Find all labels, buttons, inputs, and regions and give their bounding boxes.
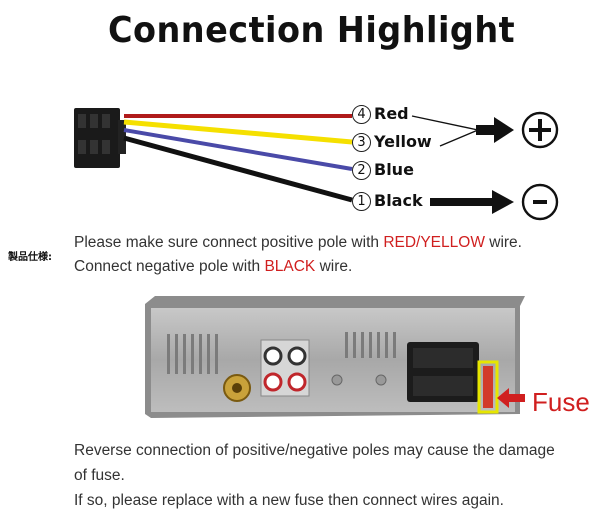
negative-arrow: [430, 190, 514, 214]
wire-number: 3: [352, 133, 371, 152]
wire-connector: [74, 108, 126, 168]
radio-back-panel: [145, 296, 525, 418]
rca-jacks: [260, 339, 310, 397]
fuse-label: Fuse: [532, 387, 590, 417]
fuse-icon: [477, 360, 499, 414]
negative-terminal-icon: [521, 183, 559, 221]
wire-number: 1: [352, 192, 371, 211]
wire-yellow: [123, 119, 353, 145]
spec-tag: 製品仕様:: [8, 252, 52, 263]
page-title: Connection Highlight: [107, 10, 516, 51]
positive-terminal-icon: [521, 111, 559, 149]
warning-line-2: of fuse.: [74, 467, 125, 484]
iso-connector: [407, 342, 479, 402]
wire-black: [123, 135, 353, 203]
fuse-arrow: [497, 388, 525, 408]
warning-line-1: Reverse connection of positive/negative …: [74, 442, 555, 459]
wiring-diagram: [74, 108, 559, 221]
wire-number: 2: [352, 161, 371, 180]
instruction-line-1: Please make sure connect positive pole w…: [74, 234, 522, 251]
positive-arrow: [476, 117, 514, 143]
warning-line-3: If so, please replace with a new fuse th…: [74, 492, 504, 509]
wire-blue: [123, 128, 353, 171]
instruction-line-2: Connect negative pole with BLACK wire.: [74, 258, 353, 275]
wire-number: 4: [352, 105, 371, 124]
